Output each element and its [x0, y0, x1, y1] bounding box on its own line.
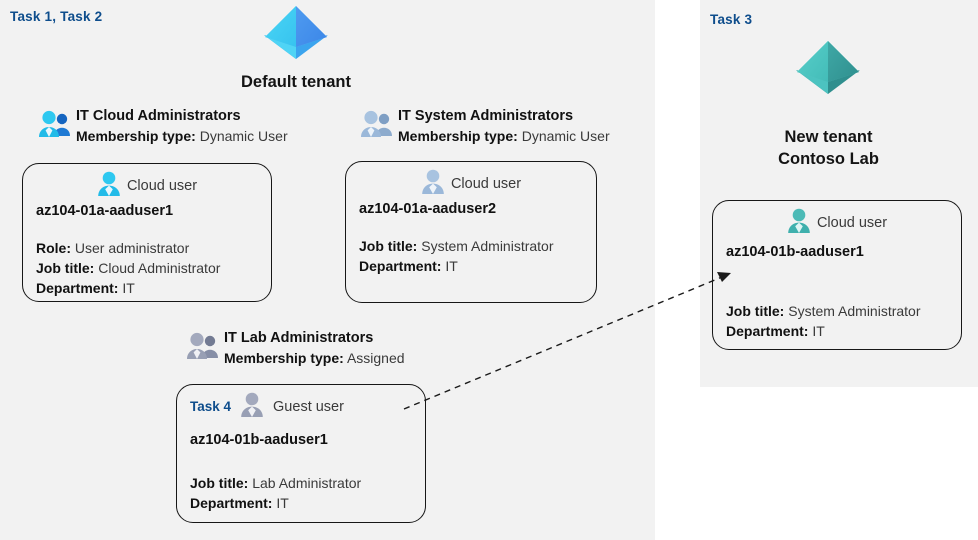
- task-label-right: Task 3: [710, 12, 753, 27]
- field-label: Job title:: [726, 303, 785, 319]
- card-user-type: Cloud user: [346, 169, 596, 198]
- field-value: System Administrator: [421, 238, 554, 254]
- default-tenant-caption: Default tenant: [240, 73, 351, 91]
- field-value: System Administrator: [788, 303, 921, 319]
- card-fields: Job title: System Administrator Departme…: [726, 301, 921, 341]
- azure-ad-tenant-icon: [790, 38, 866, 100]
- group-users-icon: [360, 110, 394, 143]
- card-field-department: Department: IT: [36, 278, 220, 298]
- card-field-job-title: Job title: System Administrator: [359, 236, 554, 256]
- field-label: Role:: [36, 240, 71, 256]
- group-it-system-administrators: IT System Administrators Membership type…: [360, 106, 610, 146]
- card-user-type: Cloud user: [23, 171, 271, 200]
- field-value: IT: [445, 258, 458, 275]
- card-user-type-label: Cloud user: [126, 177, 198, 194]
- card-user-type-label: Cloud user: [816, 214, 888, 231]
- field-label: Department:: [190, 495, 273, 512]
- membership-value: Dynamic User: [199, 127, 288, 144]
- cloud-user-icon: [97, 171, 121, 200]
- group-membership: Membership type: Dynamic User: [398, 127, 610, 147]
- task-label-inline: Task 4: [190, 399, 232, 414]
- card-user-type: Cloud user: [713, 208, 961, 237]
- card-field-job-title: Job title: Cloud Administrator: [36, 258, 220, 278]
- field-label: Job title:: [359, 238, 418, 254]
- card-fields: Job title: System Administrator Departme…: [359, 236, 554, 276]
- group-name: IT Lab Administrators: [224, 330, 374, 346]
- group-name: IT Cloud Administrators: [76, 108, 241, 124]
- card-username: az104-01b-aaduser1: [190, 432, 328, 448]
- user-card-new-tenant-az104-01b-aaduser1[interactable]: Cloud user az104-01b-aaduser1 Job title:…: [712, 200, 962, 350]
- card-field-department: Department: IT: [726, 321, 921, 341]
- membership-value: Assigned: [346, 349, 405, 366]
- card-fields: Role: User administrator Job title: Clou…: [36, 238, 220, 298]
- user-card-az104-01a-aaduser2[interactable]: Cloud user az104-01a-aaduser2 Job title:…: [345, 161, 597, 303]
- task-label-left: Task 1, Task 2: [10, 9, 103, 24]
- group-name: IT System Administrators: [398, 108, 574, 124]
- field-value: IT: [812, 323, 825, 340]
- card-field-department: Department: IT: [190, 493, 361, 513]
- guest-user-icon: [240, 392, 264, 421]
- membership-label: Membership type:: [76, 127, 196, 144]
- card-username: az104-01a-aaduser2: [359, 201, 497, 217]
- field-value: IT: [276, 495, 289, 512]
- user-card-guest-az104-01b-aaduser1[interactable]: Task 4 Guest user az104-01b-aaduser1 Job…: [176, 384, 426, 523]
- card-field-department: Department: IT: [359, 256, 554, 276]
- card-fields: Job title: Lab Administrator Department:…: [190, 473, 361, 513]
- field-label: Department:: [36, 280, 119, 297]
- membership-value: Dynamic User: [521, 127, 610, 144]
- card-user-type-label: Cloud user: [450, 175, 522, 192]
- group-membership: Membership type: Assigned: [224, 349, 405, 369]
- card-username: az104-01b-aaduser1: [726, 244, 864, 260]
- membership-label: Membership type:: [224, 349, 344, 366]
- new-tenant-caption-line1: New tenant: [784, 128, 873, 146]
- cloud-user-icon: [421, 169, 445, 198]
- user-card-az104-01a-aaduser1[interactable]: Cloud user az104-01a-aaduser1 Role: User…: [22, 163, 272, 302]
- card-user-type: Task 4 Guest user: [177, 392, 425, 421]
- cloud-user-icon: [787, 208, 811, 237]
- field-value: User administrator: [74, 240, 190, 256]
- field-value: Lab Administrator: [252, 475, 362, 491]
- new-tenant-caption: New tenant Contoso Lab: [736, 126, 921, 171]
- field-label: Department:: [726, 323, 809, 340]
- group-membership: Membership type: Dynamic User: [76, 127, 288, 147]
- field-label: Job title:: [36, 260, 95, 277]
- new-tenant-caption-line2: Contoso Lab: [778, 150, 879, 169]
- card-field-job-title: Job title: Lab Administrator: [190, 473, 361, 493]
- field-value: Cloud Administrator: [98, 260, 221, 277]
- card-field-role: Role: User administrator: [36, 238, 220, 258]
- membership-label: Membership type:: [398, 127, 518, 144]
- group-users-icon: [186, 332, 220, 365]
- group-it-cloud-administrators: IT Cloud Administrators Membership type:…: [38, 106, 288, 146]
- card-username: az104-01a-aaduser1: [36, 203, 174, 219]
- default-tenant-panel: [0, 0, 655, 540]
- field-label: Job title:: [190, 475, 249, 491]
- field-label: Department:: [359, 258, 442, 275]
- azure-ad-tenant-icon: [258, 3, 334, 65]
- group-it-lab-administrators: IT Lab Administrators Membership type: A…: [186, 328, 405, 368]
- card-user-type-label: Guest user: [273, 398, 344, 415]
- group-users-icon: [38, 110, 72, 143]
- card-field-job-title: Job title: System Administrator: [726, 301, 921, 321]
- field-value: IT: [122, 280, 135, 297]
